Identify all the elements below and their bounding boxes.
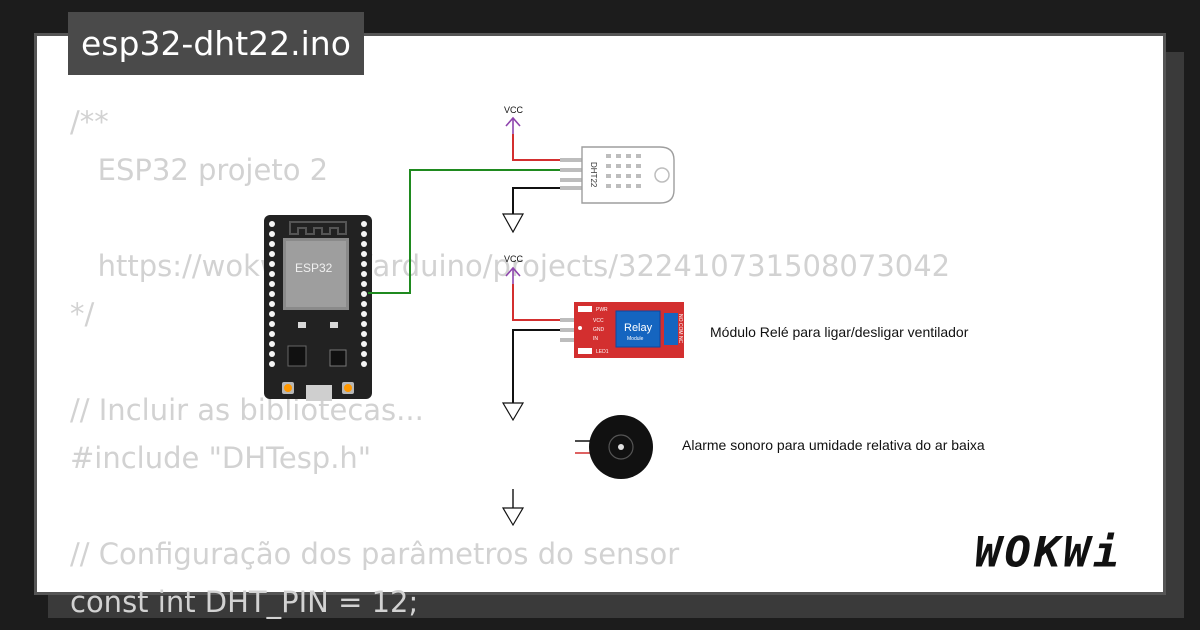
- relay-module-icon[interactable]: [560, 302, 684, 358]
- relay-led-label: LED1: [596, 349, 609, 355]
- esp32-label: ESP32: [295, 261, 333, 275]
- code-line: https://wokwi.com/arduino/projects/32241…: [70, 249, 951, 283]
- relay-pin-gnd: GND: [593, 327, 605, 333]
- relay-pin-vcc: VCC: [593, 318, 604, 324]
- code-line: ESP32 projeto 2: [70, 153, 329, 187]
- relay-caption: Módulo Relé para ligar/desligar ventilad…: [710, 324, 969, 340]
- vcc-wire-dht22[interactable]: [512, 134, 562, 161]
- dht22-sensor-icon[interactable]: [560, 146, 675, 204]
- gnd-wire-relay[interactable]: [512, 329, 562, 403]
- code-line: */: [70, 297, 95, 331]
- dht22-label: DHT22: [589, 162, 598, 188]
- vcc-wire-relay[interactable]: [512, 284, 562, 321]
- vcc-label-relay: VCC: [504, 254, 524, 264]
- relay-side-label: NO COM NC: [677, 314, 683, 344]
- code-line: const int DHT_PIN = 12;: [70, 585, 419, 619]
- buzzer-caption: Alarme sonoro para umidade relativa do a…: [682, 437, 985, 453]
- wokwi-logo: WOKWi: [975, 528, 1123, 577]
- relay-subtitle: Module: [627, 336, 644, 342]
- project-filename-title: esp32-dht22.ino: [68, 12, 364, 75]
- ground-icon: [501, 213, 525, 234]
- relay-pin-in: IN: [593, 336, 598, 342]
- code-line: #include "DHTesp.h": [70, 441, 372, 475]
- esp32-board-icon[interactable]: [264, 215, 372, 401]
- code-line: /**: [70, 105, 109, 139]
- vcc-label-top: VCC: [504, 105, 524, 115]
- relay-pwr-label: PWR: [596, 307, 608, 313]
- code-line: // Incluir as bibliotecas...: [70, 393, 424, 427]
- vcc-arrow-icon: [505, 116, 521, 134]
- ground-icon: [501, 507, 525, 527]
- vcc-arrow-icon: [505, 266, 521, 284]
- buzzer-icon[interactable]: [575, 415, 653, 479]
- code-listing: /** ESP32 projeto 2 https://wokwi.com/ar…: [70, 98, 950, 626]
- data-wire[interactable]: [368, 169, 562, 294]
- gnd-wire-dht22[interactable]: [512, 187, 562, 214]
- code-line: // Configuração dos parâmetros do sensor: [70, 537, 680, 571]
- ground-icon: [501, 402, 525, 422]
- relay-title: Relay: [624, 322, 653, 334]
